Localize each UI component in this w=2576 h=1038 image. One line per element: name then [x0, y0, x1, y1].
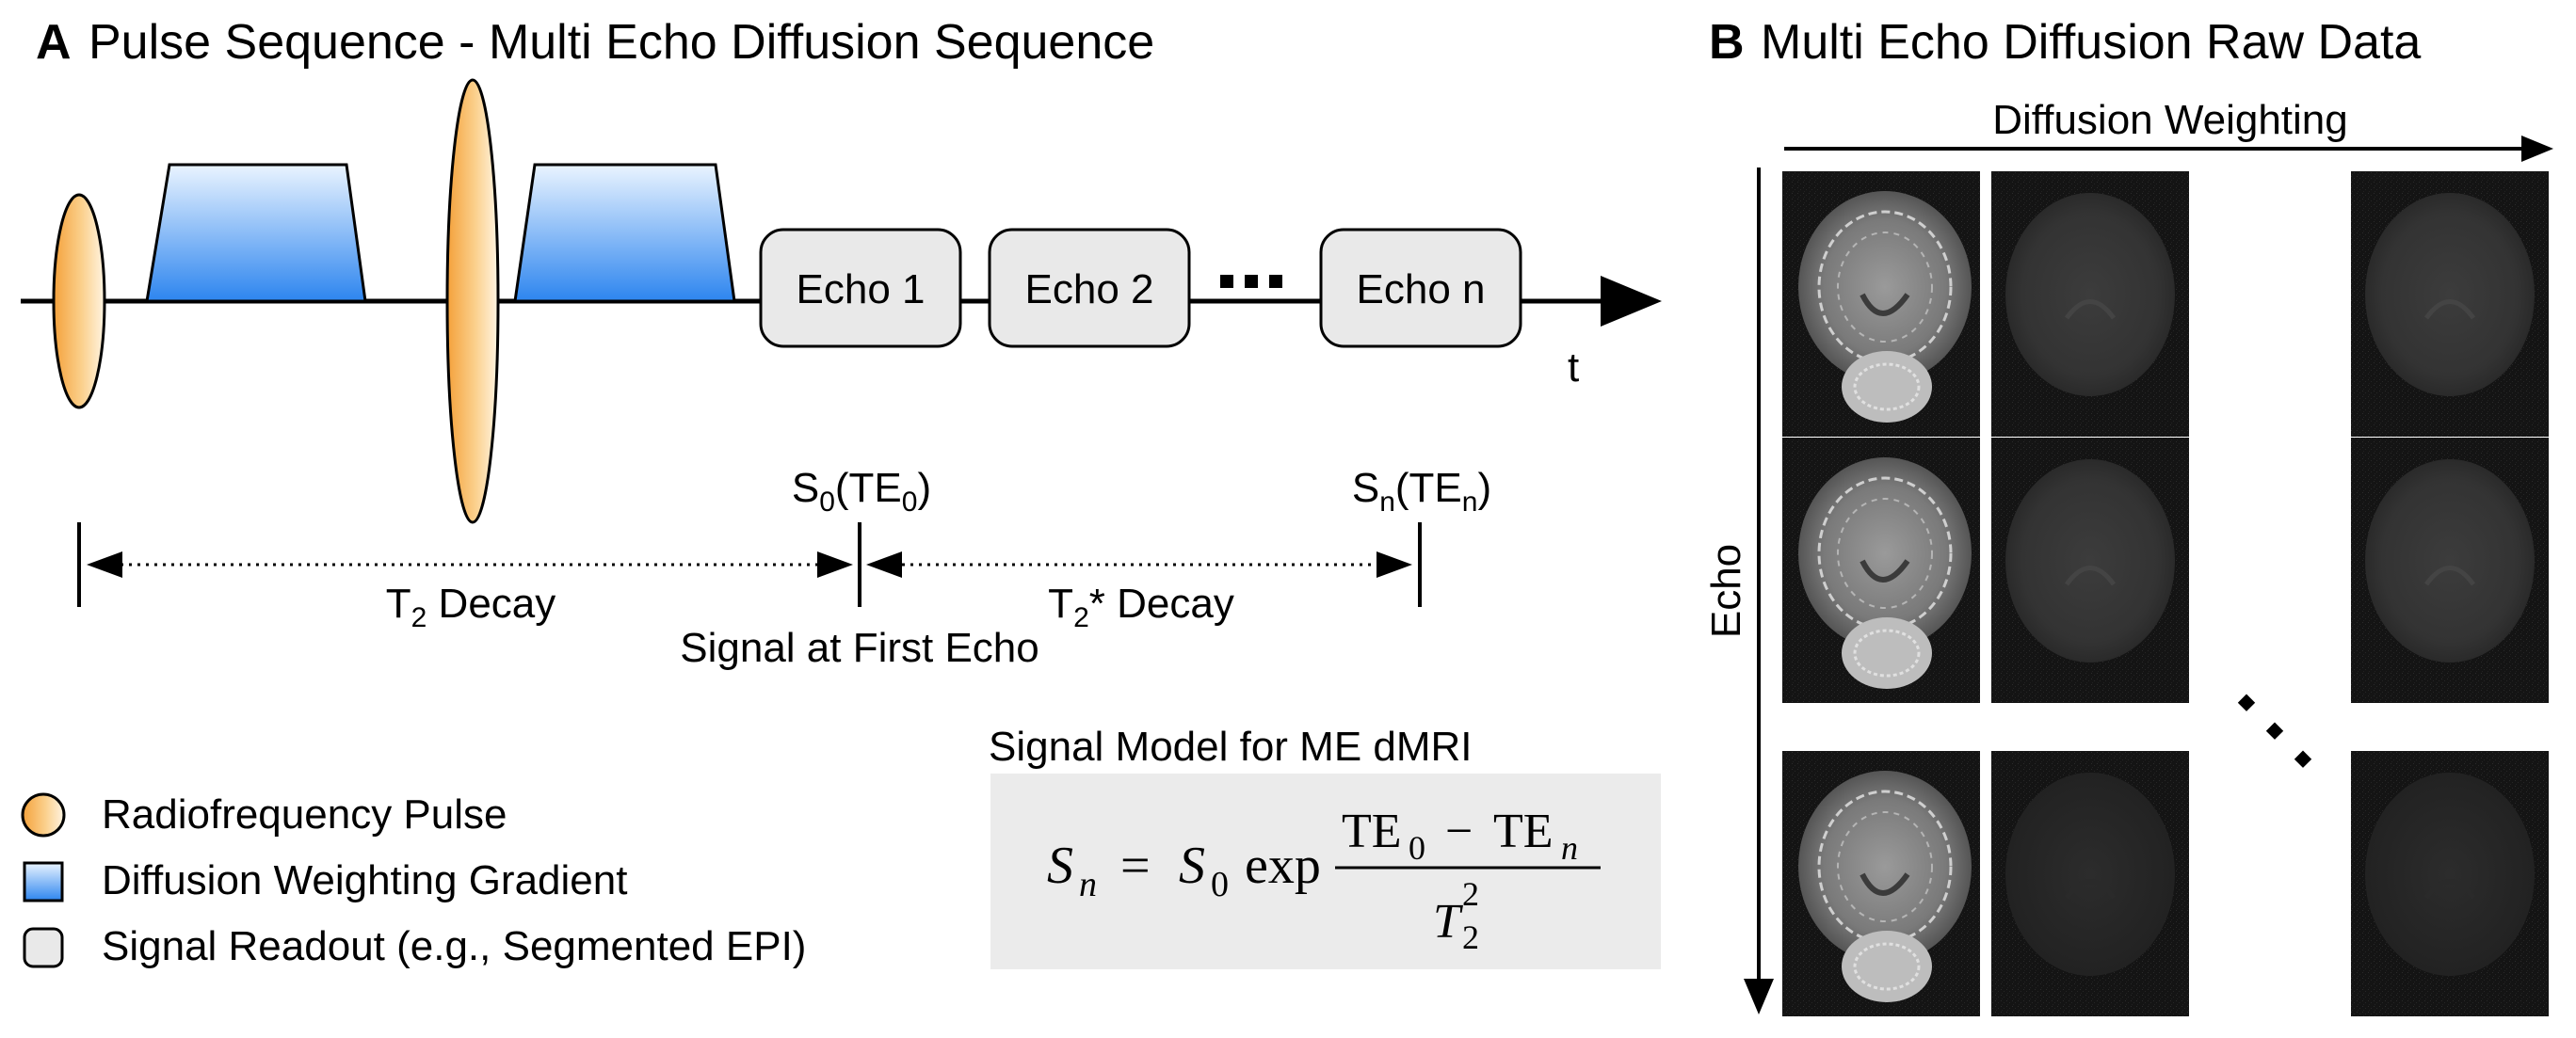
mri-slice-tile — [2351, 751, 2549, 1016]
echo-axis-label: Echo — [1703, 544, 1749, 638]
echo-box-1-label: Echo 1 — [797, 266, 926, 312]
svg-text:0: 0 — [1409, 829, 1425, 867]
svg-text:−: − — [1445, 805, 1473, 858]
t2-interval-left-arrow-icon — [87, 551, 122, 578]
mri-slice-tile — [2351, 438, 2549, 703]
mri-slice-tile — [1991, 751, 2189, 1016]
s0-te0-label: S0(TE0) — [792, 465, 931, 518]
svg-text:=: = — [1120, 837, 1151, 895]
sn-ten-label: Sn(TEn) — [1352, 465, 1491, 518]
svg-text:2: 2 — [1462, 918, 1479, 956]
svg-text:S: S — [1047, 837, 1073, 895]
echo-box-n — [1319, 228, 1522, 348]
svg-text:exp: exp — [1245, 837, 1321, 895]
rf-pulse-2 — [445, 78, 500, 524]
model-title: Signal Model for ME dMRI — [989, 724, 1473, 770]
mri-slice-tile — [1782, 171, 1980, 437]
rf-pulse-icon — [21, 792, 66, 838]
diffusion-gradient-1 — [145, 163, 367, 303]
panel-a-letter: A — [36, 15, 72, 70]
echo-box-n-label: Echo n — [1357, 266, 1486, 312]
diffusion-axis-arrow-icon — [2521, 136, 2553, 162]
svg-text:2: 2 — [1462, 875, 1479, 913]
diffusion-axis-label: Diffusion Weighting — [1992, 97, 2347, 143]
equation-box — [990, 774, 1661, 969]
rf-pulse-1 — [52, 193, 106, 409]
svg-text:T: T — [1433, 895, 1463, 949]
image-grid — [1782, 171, 2549, 1016]
mri-slice-tile — [1991, 438, 2189, 703]
diagonal-ellipsis-icon — [2237, 694, 2312, 768]
mri-slice-tile — [1782, 751, 1980, 1016]
t2-decay-label: T2 Decay — [386, 581, 556, 633]
echo-axis-arrow-icon — [1744, 979, 1774, 1014]
svg-text:n: n — [1079, 865, 1097, 904]
t2star-decay-label: T2* Decay — [1048, 581, 1234, 633]
mri-slice-tile — [1991, 171, 2189, 437]
legend-rf-label: Radiofrequency Pulse — [102, 791, 507, 838]
svg-text:TE: TE — [1493, 805, 1554, 858]
t2star-interval-right-arrow-icon — [1377, 551, 1412, 578]
t2-interval-right-arrow-icon — [817, 551, 853, 578]
echo-ellipsis-icon — [1220, 275, 1282, 288]
mri-slice-tile — [2351, 171, 2549, 437]
t2star-interval-left-arrow-icon — [866, 551, 902, 578]
diffusion-gradient-2 — [513, 163, 736, 303]
legend-gradient-label: Diffusion Weighting Gradient — [102, 857, 627, 903]
legend-readout-label: Signal Readout (e.g., Segmented EPI) — [102, 923, 806, 969]
echo-box-1 — [759, 228, 962, 348]
signal-equation: S n = S 0 exp TE 0 − TE n T 2 2 — [1047, 805, 1601, 956]
echo-box-2-label: Echo 2 — [1025, 266, 1154, 312]
first-echo-label: Signal at First Echo — [680, 625, 1039, 671]
panel-b-letter: B — [1709, 15, 1745, 70]
svg-text:S: S — [1179, 837, 1205, 895]
panel-b-title: Multi Echo Diffusion Raw Data — [1761, 15, 2421, 70]
gradient-icon — [23, 861, 64, 902]
svg-text:TE: TE — [1342, 805, 1402, 858]
svg-text:n: n — [1561, 829, 1578, 867]
time-axis-arrow-icon — [1601, 276, 1662, 327]
time-label: t — [1568, 344, 1579, 391]
panel-a-title: Pulse Sequence - Multi Echo Diffusion Se… — [89, 15, 1154, 70]
svg-text:0: 0 — [1211, 865, 1229, 904]
echo-box-2 — [988, 228, 1191, 348]
mri-slice-tile — [1782, 438, 1980, 703]
readout-icon — [23, 927, 64, 968]
